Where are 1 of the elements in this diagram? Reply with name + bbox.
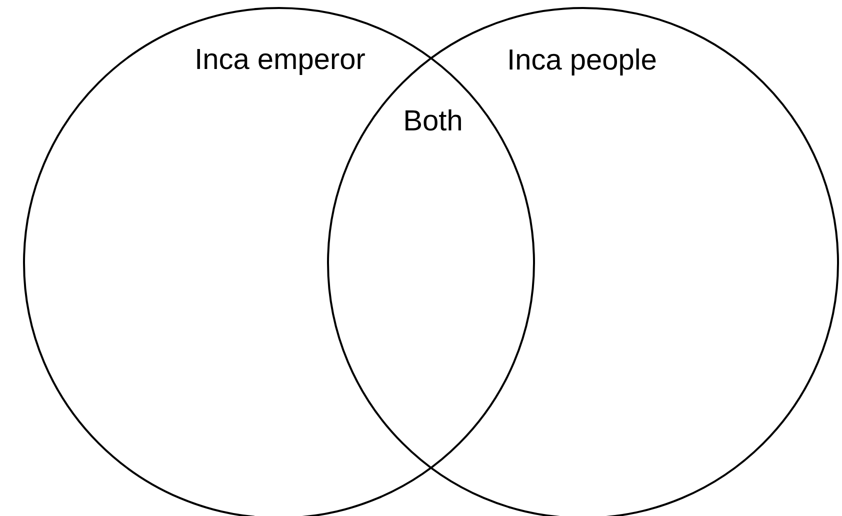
region-label: Both bbox=[406, 109, 461, 131]
